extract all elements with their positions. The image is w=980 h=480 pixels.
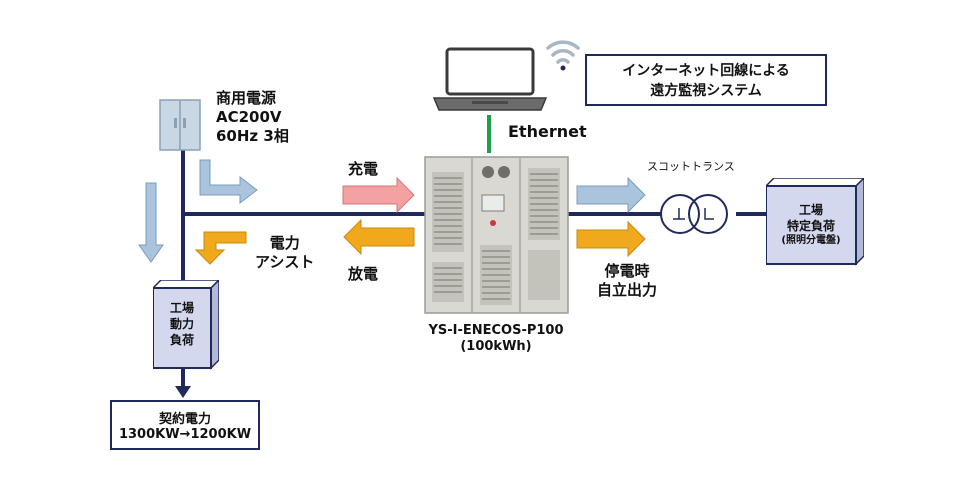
- laptop-icon: [432, 47, 548, 111]
- contract-arrowhead: [175, 386, 191, 398]
- factory-power-load-box: 工場 動力 負荷: [153, 280, 219, 370]
- scott-transformer-icon: [660, 194, 728, 234]
- source-voltage: AC200V: [216, 107, 282, 126]
- system-label: YS-I-ENECOS-P100 (100kWh): [410, 323, 582, 356]
- factory-specific-load-box: 工場 特定負荷 (照明分電盤): [766, 178, 864, 266]
- charge-label: 充電: [348, 160, 379, 178]
- downflow-arrow: [138, 182, 164, 263]
- power-load-line2: 動力: [169, 317, 194, 332]
- specific-load-line1: 工場: [798, 203, 823, 217]
- contract-power-box: 契約電力 1300KW→1200KW: [110, 400, 260, 450]
- assist-line1: 電力: [269, 234, 300, 252]
- ethernet-label: Ethernet: [508, 122, 587, 141]
- assist-line2: アシスト: [255, 252, 315, 271]
- contract-value: 1300KW→1200KW: [118, 427, 252, 442]
- power-assist-arrow: [194, 231, 247, 265]
- specific-load-line2: 特定負荷: [786, 219, 835, 234]
- source-title: 商用電源: [216, 89, 277, 107]
- outage-line2: 自立出力: [597, 280, 658, 299]
- source-flow-arrow: [199, 159, 258, 205]
- outage-output-label: 停電時 自立出力: [597, 262, 657, 300]
- power-load-line1: 工場: [169, 301, 194, 315]
- system-capacity: (100kWh): [460, 339, 532, 355]
- monitoring-line1: インターネット回線による: [622, 63, 790, 79]
- outage-line1: 停電時: [604, 262, 650, 280]
- charge-arrow: [342, 176, 415, 214]
- wifi-icon: [546, 40, 580, 71]
- outage-output-arrow: [576, 220, 646, 258]
- energy-storage-cabinet-icon: [424, 156, 569, 314]
- power-assist-label: 電力 アシスト: [255, 234, 314, 272]
- system-model: YS-I-ENECOS-P100: [428, 323, 564, 338]
- power-load-box-shape: [153, 280, 219, 370]
- remote-monitoring-box: インターネット回線による 遠方監視システム: [585, 54, 827, 106]
- discharge-label: 放電: [348, 265, 379, 283]
- specific-load-box-shape: [766, 178, 864, 266]
- power-load-line3: 負荷: [169, 333, 194, 348]
- power-cabinet-icon: [159, 99, 201, 151]
- output-flow-arrow: [576, 176, 646, 214]
- power-source-label: 商用電源 AC200V 60Hz 3相: [216, 89, 289, 145]
- source-frequency: 60Hz 3相: [216, 126, 289, 145]
- specific-load-line3: (照明分電盤): [781, 235, 841, 247]
- monitoring-line2: 遠方監視システム: [650, 83, 762, 99]
- discharge-arrow: [343, 218, 415, 256]
- contract-title: 契約電力: [158, 412, 211, 427]
- transformer-label: スコットトランス: [647, 160, 735, 173]
